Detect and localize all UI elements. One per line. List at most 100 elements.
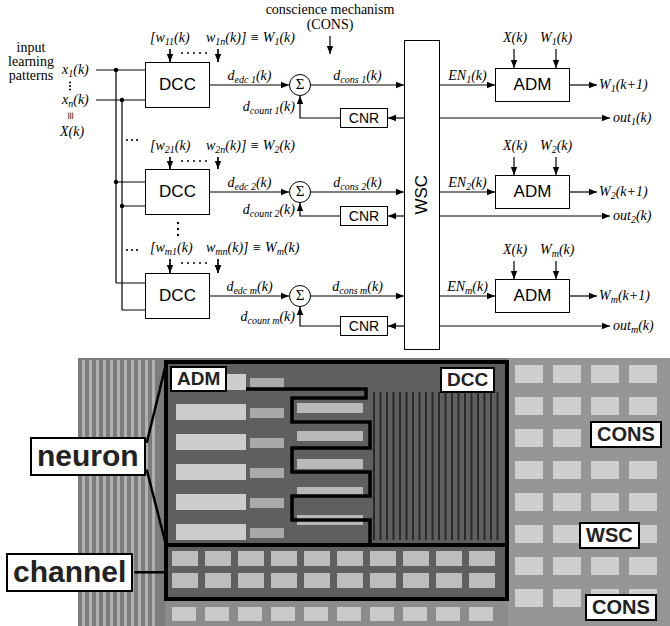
subscript: m [631, 324, 638, 335]
micrograph-texture [238, 573, 264, 588]
micrograph-texture [484, 392, 486, 540]
subscript: cons 2 [340, 181, 366, 192]
micrograph-texture [515, 429, 543, 447]
micrograph-texture [373, 392, 375, 540]
block-label: Σ [296, 287, 305, 304]
connector [300, 96, 340, 118]
weight-arrow [169, 49, 170, 62]
micrograph-texture [176, 404, 246, 420]
ellipsis-dot [126, 139, 128, 141]
subscript: cons 1 [340, 74, 366, 85]
micrograph-texture [553, 365, 581, 383]
block: DCC [145, 273, 210, 319]
photo-label: neuron [30, 437, 146, 476]
output-arrow [440, 215, 610, 216]
block-label: ADM [177, 368, 220, 389]
weight-arrow [217, 259, 218, 273]
adm-output-arrow [570, 295, 597, 296]
block: ADM [495, 279, 570, 313]
adm-input-arrow [513, 157, 514, 175]
micrograph-texture [172, 551, 198, 566]
block-label: DCC [159, 75, 196, 95]
subscript: 1n [215, 36, 225, 47]
block: CNR [340, 108, 388, 128]
micrograph-texture [250, 408, 284, 418]
micrograph-texture [205, 607, 229, 621]
micrograph-texture [553, 493, 581, 511]
micrograph-texture [250, 468, 284, 478]
micrograph-texture [297, 403, 363, 413]
ellipsis-dot [131, 249, 133, 251]
block-label: ADM [514, 182, 552, 202]
leader-line [147, 364, 166, 443]
micrograph-texture [138, 360, 141, 626]
micrograph-texture [629, 461, 657, 479]
micrograph-texture [553, 557, 581, 575]
block-label: neuron [37, 439, 139, 472]
edge-label: EN2(k) [448, 175, 486, 191]
ellipsis-dot [69, 82, 71, 84]
adm-input-arrow [513, 261, 514, 279]
micrograph-texture [176, 434, 246, 450]
micrograph-texture [271, 607, 295, 621]
subscript: edc 2 [235, 181, 256, 192]
signal-label: Wm(k+1) [599, 288, 650, 304]
micrograph-texture [304, 607, 328, 621]
micrograph-texture [591, 397, 619, 415]
signal-label: input learning patterns [2, 41, 60, 83]
micrograph-texture [250, 438, 284, 448]
dots [69, 52, 207, 264]
subscript: 2 [466, 181, 471, 192]
micrograph-texture [515, 493, 543, 511]
micrograph-texture [553, 397, 581, 415]
block-label: DCC [159, 182, 196, 202]
micrograph-texture [370, 551, 396, 566]
block: WSC [404, 40, 440, 350]
micrograph-texture [438, 392, 440, 540]
cons-arrow [329, 36, 330, 54]
micrograph-texture [469, 551, 495, 566]
micrograph-texture [380, 392, 382, 540]
micrograph-texture [629, 365, 657, 383]
subscript: count m [248, 315, 280, 326]
ellipsis-dot [177, 222, 179, 224]
block-label: channel [13, 555, 126, 588]
ellipsis-dot [199, 262, 201, 264]
block: DCC [145, 169, 210, 215]
junction-dot [114, 180, 118, 184]
photo-label: ADM [170, 366, 227, 392]
micrograph-texture [250, 528, 284, 538]
micrograph-texture [238, 607, 262, 621]
signal-label: W2(k) [540, 138, 572, 154]
signal-label: W2(k+1) [599, 184, 648, 200]
weight-arrow [169, 157, 170, 169]
block: CNR [340, 206, 388, 226]
block-label: WSC [412, 175, 432, 215]
subscript: 1 [274, 36, 279, 47]
edge-label: dedc 1(k) [228, 68, 272, 84]
subscript: m [277, 246, 284, 257]
block: ADM [495, 68, 570, 102]
signal-label: X(k) [503, 30, 527, 46]
micrograph-texture [591, 365, 619, 383]
subscript: 2 [274, 144, 279, 155]
micrograph-texture [337, 573, 363, 588]
micrograph-texture [591, 493, 619, 511]
micrograph-texture [297, 459, 363, 469]
micrograph-texture [553, 429, 581, 447]
subscript: m [611, 294, 618, 305]
block: DCC [145, 62, 210, 108]
micrograph-texture [176, 494, 246, 510]
micrograph-texture [370, 573, 396, 588]
connector [388, 117, 404, 118]
subscript: n [68, 98, 73, 109]
channel-divider [166, 543, 507, 547]
micrograph-texture [508, 358, 670, 626]
micrograph-texture [629, 493, 657, 511]
signal-label: W1(k) [540, 30, 572, 46]
subscript: 1 [68, 68, 73, 79]
block: CNR [340, 316, 388, 336]
ellipsis-dot [187, 262, 189, 264]
micrograph-texture [78, 358, 670, 626]
